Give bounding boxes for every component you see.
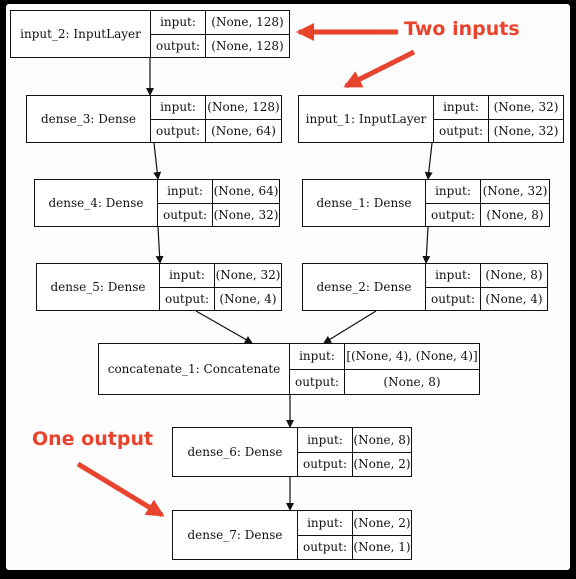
node-name: dense_7: Dense <box>173 511 298 559</box>
port-output-label: output: <box>151 34 206 57</box>
node-name: dense_2: Dense <box>303 264 426 310</box>
port-output-shape: (None, 4) <box>219 291 277 306</box>
port-input-label: input: <box>151 11 206 34</box>
port-input-label: input: <box>290 344 345 369</box>
port-input-label: input: <box>298 511 353 535</box>
node-name: input_1: InputLayer <box>299 96 434 142</box>
port-output-label: output: <box>426 203 481 226</box>
node-name: dense_3: Dense <box>27 96 151 142</box>
port-output-shape: (None, 32) <box>213 207 279 222</box>
annotation-arrow-output <box>76 461 165 518</box>
port-output-shape: (None, 32) <box>493 123 559 138</box>
node-name: dense_6: Dense <box>173 428 298 476</box>
port-output-label: output: <box>434 119 489 142</box>
annotation-two-inputs: Two inputs <box>404 18 520 40</box>
port-output-label: output: <box>151 119 206 142</box>
port-input-shape: (None, 32) <box>215 268 281 283</box>
node-input-2: input_2: InputLayer input: (None, 128) ou… <box>10 10 290 58</box>
port-input-shape: (None, 8) <box>353 432 411 447</box>
edge-dense4-dense5 <box>155 226 164 264</box>
edge-dense2-concat <box>323 310 377 344</box>
edge-input1-dense1 <box>424 142 433 180</box>
port-input-label: input: <box>434 96 489 119</box>
port-input-label: input: <box>151 96 206 119</box>
node-name: dense_5: Dense <box>37 264 160 310</box>
node-input-1: input_1: InputLayer input: (None, 32) out… <box>298 95 564 143</box>
diagram-canvas: input_2: InputLayer input:(None, 128) ou… <box>6 4 570 570</box>
node-concatenate-1: concatenate_1: Concatenate input:[(None,… <box>98 343 480 395</box>
edges-layer <box>76 23 433 518</box>
port-output-label: output: <box>290 369 345 394</box>
port-input-shape: (None, 2) <box>353 515 411 530</box>
node-dense-5: dense_5: Dense input:(None, 32) output: (… <box>36 263 282 311</box>
port-output-shape: (None, 128) <box>211 38 284 53</box>
port-output-shape: (None, 4) <box>485 291 543 306</box>
port-output-label: output: <box>158 203 213 226</box>
node-dense-7: dense_7: Dense input:(None, 2) output:(N… <box>172 510 412 560</box>
edge-dense5-concat <box>195 310 253 344</box>
edge-dense3-dense4 <box>153 142 162 180</box>
port-input-shape: (None, 32) <box>493 100 559 115</box>
port-output-label: output: <box>160 287 215 310</box>
port-output-label: output: <box>426 287 481 310</box>
port-output-shape: (None, 8) <box>383 374 441 389</box>
node-name: concatenate_1: Concatenate <box>99 344 290 394</box>
port-output-shape: (None, 1) <box>353 540 411 555</box>
port-input-label: input: <box>298 428 353 452</box>
node-dense-1: dense_1: Dense input:(None, 32) output: (… <box>302 179 550 227</box>
port-input-label: input: <box>158 180 213 203</box>
node-name: input_2: InputLayer <box>11 11 151 57</box>
node-name: dense_1: Dense <box>303 180 426 226</box>
node-dense-2: dense_2: Dense input: (None, 8) output: (N… <box>302 263 548 311</box>
annotation-arrow-input1 <box>343 49 416 89</box>
port-input-shape: (None, 128) <box>211 15 284 30</box>
port-input-label: input: <box>426 180 481 203</box>
port-input-label: input: <box>160 264 215 287</box>
port-input-shape: (None, 32) <box>482 184 548 199</box>
port-output-label: output: <box>298 452 353 476</box>
node-dense-4: dense_4: Dense input:(None, 64) output:(… <box>34 179 280 227</box>
port-input-label: input: <box>426 264 481 287</box>
port-input-shape: [(None, 4), (None, 4)] <box>346 349 478 364</box>
port-input-shape: (None, 128) <box>207 100 280 115</box>
port-output-shape: (None, 64) <box>211 123 276 138</box>
port-input-shape: (None, 8) <box>485 268 543 283</box>
edge-dense1-dense2 <box>422 226 431 264</box>
annotation-one-output: One output <box>32 428 154 450</box>
node-dense-3: dense_3: Dense input:(None, 128) output:… <box>26 95 282 143</box>
port-output-label: output: <box>298 535 353 559</box>
node-dense-6: dense_6: Dense input:(None, 8) output:(N… <box>172 427 412 477</box>
port-input-shape: (None, 64) <box>213 184 279 199</box>
node-name: dense_4: Dense <box>35 180 158 226</box>
port-output-shape: (None, 8) <box>486 207 544 222</box>
port-output-shape: (None, 2) <box>353 457 411 472</box>
